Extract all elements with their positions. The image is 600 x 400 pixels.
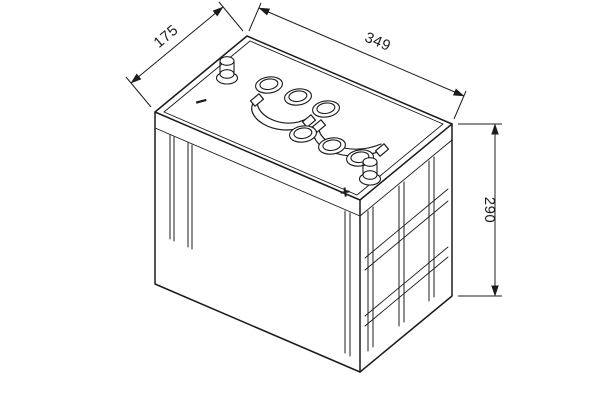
carry-handle-right-lug-b <box>374 143 390 157</box>
ribs-left-face <box>169 134 351 357</box>
rib-bands-right-face <box>364 188 449 327</box>
terminal-neg-top <box>219 56 235 66</box>
carry-handle-left-lug-b <box>301 114 317 128</box>
terminal-pos-top <box>362 157 378 167</box>
terminal-neg-collar <box>219 69 235 79</box>
lid-rim <box>163 40 444 196</box>
carry-handle-left-lug-a <box>249 93 265 107</box>
dimension-length-line <box>258 7 465 97</box>
dimension-length <box>248 2 467 120</box>
terminal-post-negative <box>215 56 239 85</box>
dimension-height-label: 290 <box>481 197 498 224</box>
battery-outline <box>154 35 453 373</box>
dimension-width-label: 175 <box>150 22 181 52</box>
cell-cap-2 <box>284 88 312 106</box>
terminal-pos-body <box>362 161 378 176</box>
terminal-pos-collar <box>362 170 378 180</box>
battery-inner-edges <box>154 111 453 373</box>
positive-terminal-symbol: + <box>339 181 352 202</box>
dimension-width <box>125 1 244 108</box>
negative-terminal-symbol: − <box>192 89 210 114</box>
cell-cap-3 <box>312 100 340 118</box>
lid-seam <box>154 127 453 217</box>
dimension-length-label: 349 <box>362 29 393 55</box>
dimension-length-extension-lines <box>248 2 467 120</box>
dimension-width-line <box>130 6 224 84</box>
dimension-height <box>458 123 502 297</box>
cell-cap-5 <box>318 137 346 155</box>
terminal-post-positive <box>358 157 382 186</box>
cell-cap-1 <box>255 76 283 94</box>
ribs-right-face <box>367 156 435 352</box>
cell-cap-4 <box>289 125 317 143</box>
